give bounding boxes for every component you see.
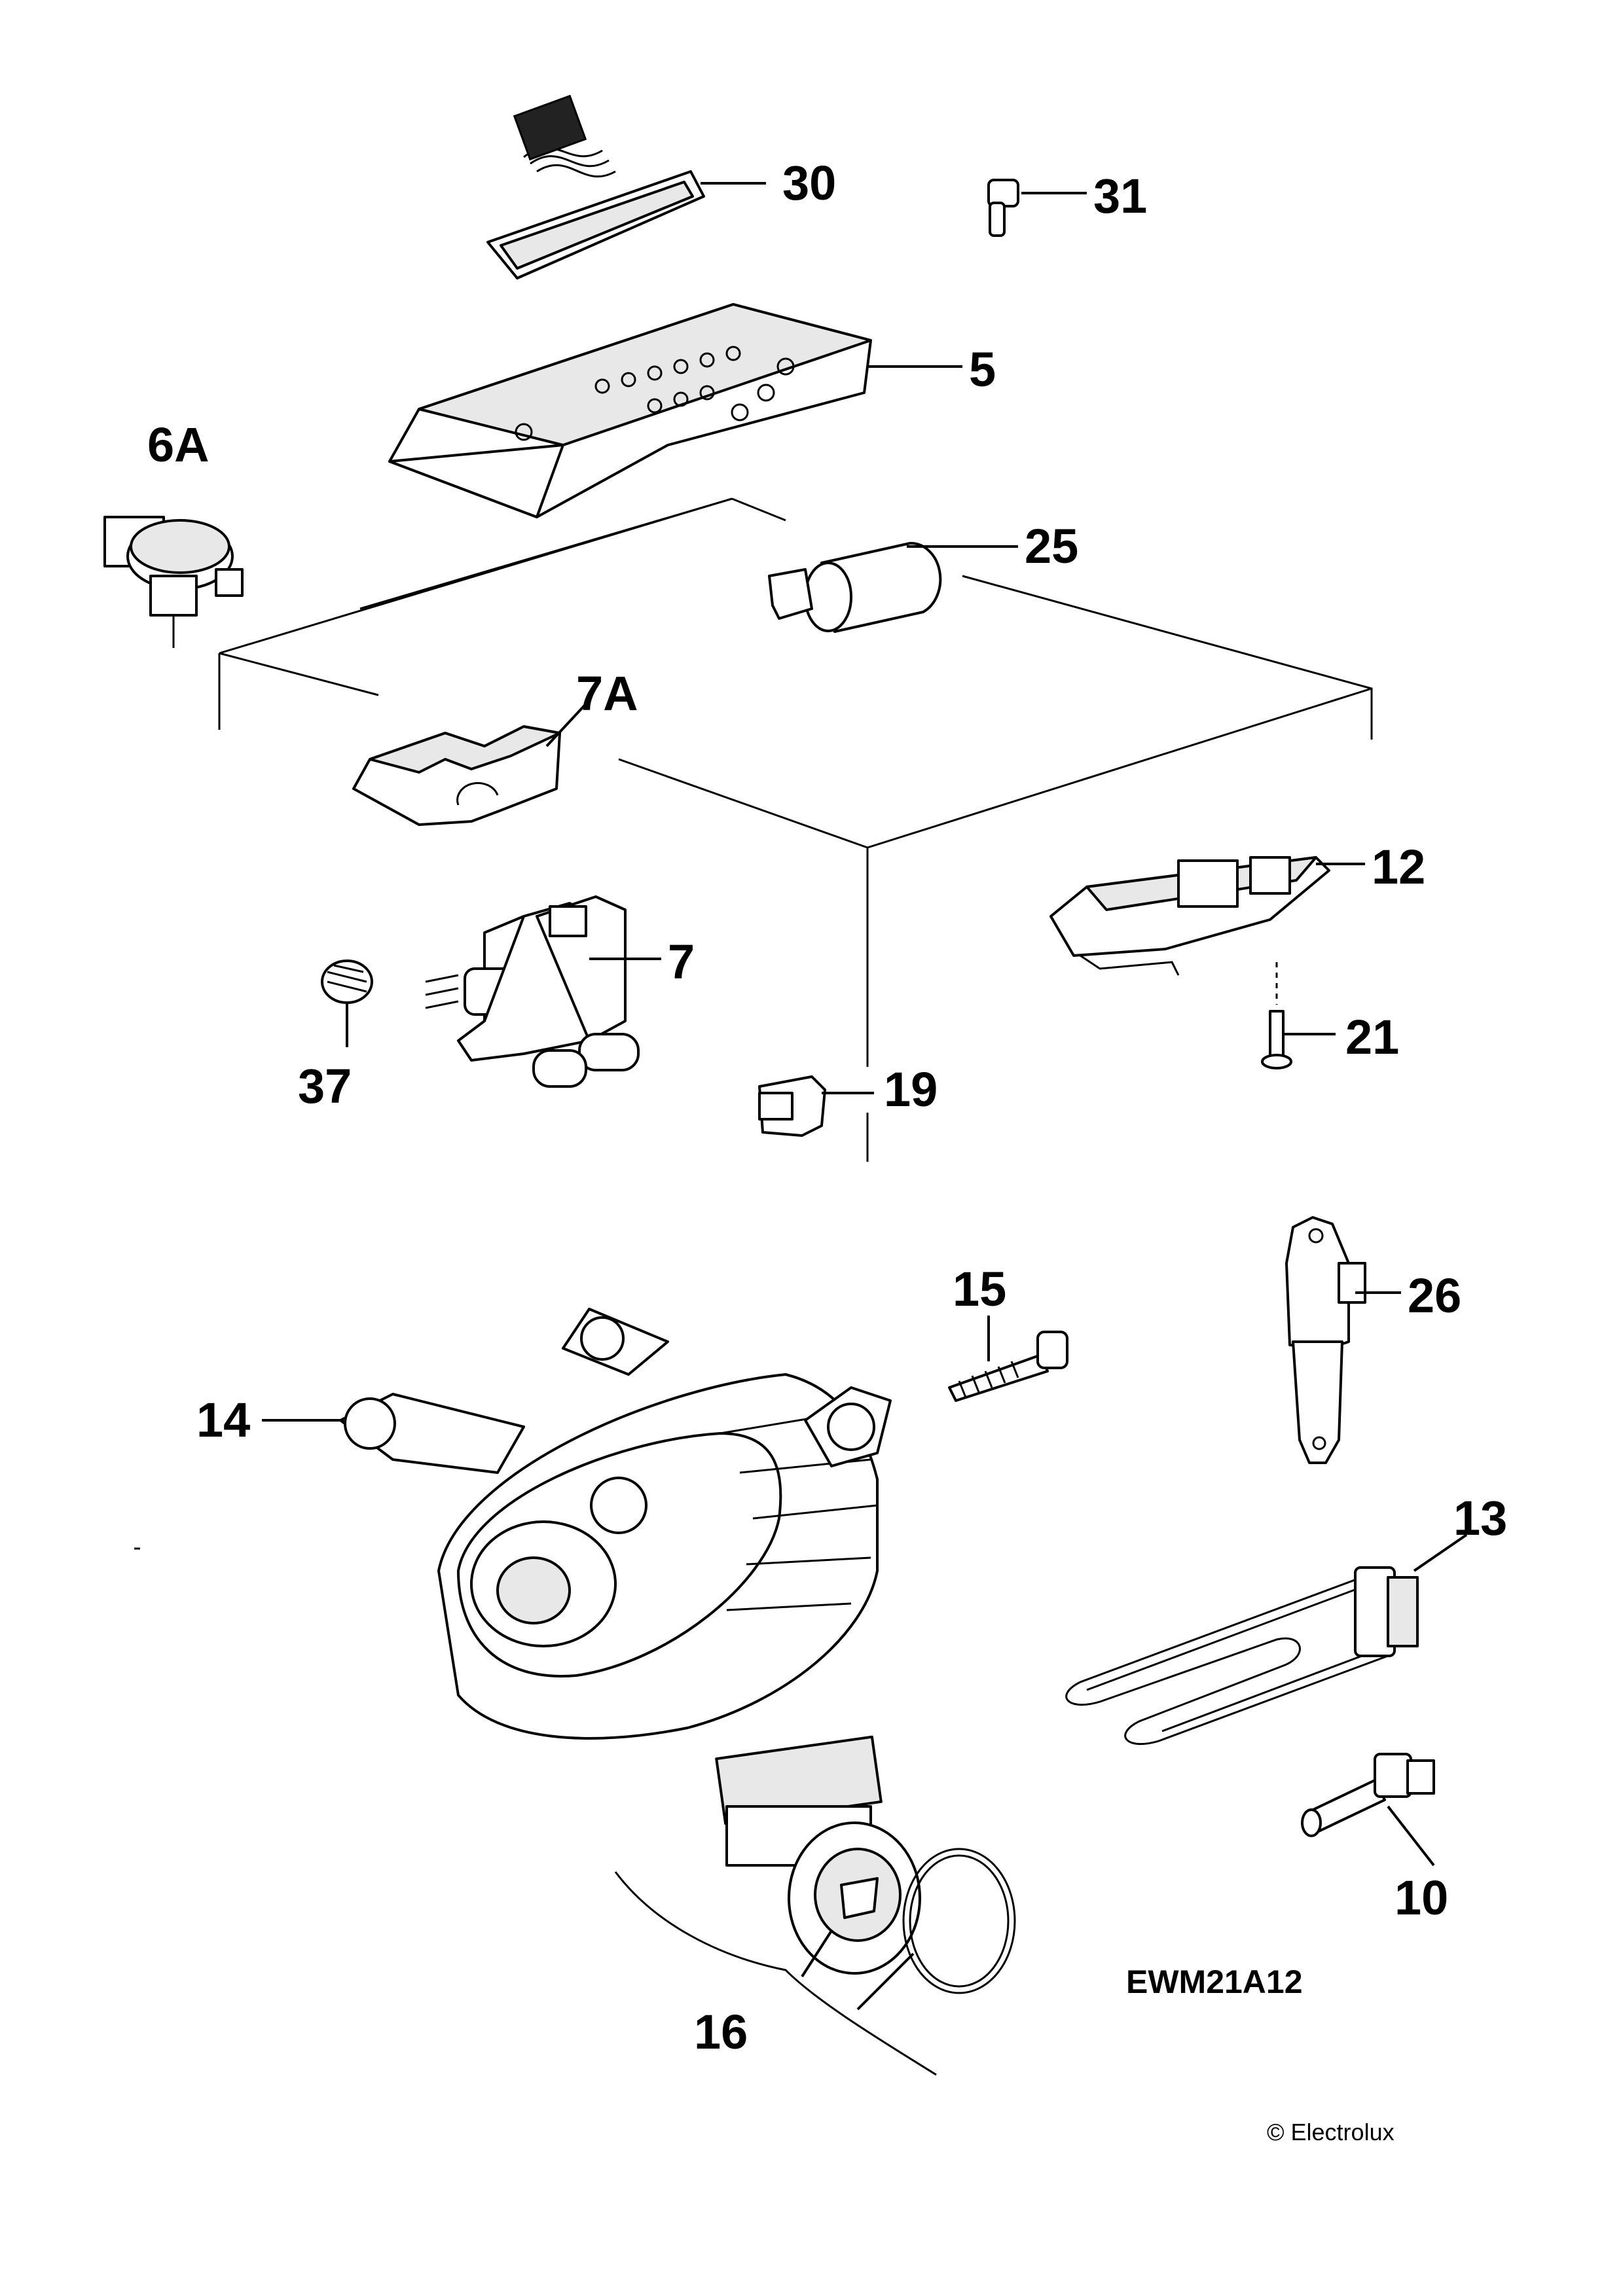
part-16-drain-pump [614, 1735, 1016, 2076]
part-30-display-board [486, 94, 766, 279]
part-7-inlet-valve [425, 895, 661, 1088]
part-15-screw [948, 1316, 1068, 1402]
callout-37: 37 [298, 1059, 352, 1113]
callout-7: 7 [668, 935, 695, 989]
model-code: EWM21A12 [1126, 1964, 1303, 2000]
callout-19: 19 [884, 1062, 938, 1117]
callout-7a: 7A [576, 666, 638, 721]
callout-30: 30 [782, 156, 836, 210]
callout-12: 12 [1372, 840, 1425, 894]
part-26-sensor-switch [1285, 1216, 1401, 1464]
callout-21: 21 [1345, 1010, 1399, 1064]
part-37-filter [321, 960, 373, 1047]
part-25-suppressor [768, 541, 1018, 633]
copyright-notice: © Electrolux [1267, 2119, 1395, 2145]
cabinet-outline [218, 497, 1373, 1162]
part-31-screw [987, 179, 1087, 237]
callout-10: 10 [1395, 1871, 1448, 1925]
callout-16: 16 [694, 2005, 748, 2059]
part-12-door-lock [1049, 856, 1365, 976]
callout-31: 31 [1093, 169, 1147, 223]
callout-25: 25 [1025, 519, 1078, 573]
callout-6a: 6A [147, 418, 210, 472]
part-6a-selector-switch [103, 516, 244, 648]
callout-labels: 30 31 5 6A 25 7A 7 12 21 37 19 15 26 14 … [147, 156, 1507, 2145]
callout-13: 13 [1453, 1491, 1507, 1545]
callout-26: 26 [1408, 1268, 1461, 1323]
callout-5: 5 [969, 342, 996, 397]
part-19-connector [758, 1075, 874, 1137]
part-5-electronic-module [388, 303, 962, 518]
part-7a-bracket [352, 699, 591, 826]
callout-15: 15 [953, 1262, 1006, 1316]
part-10-ntc-sensor [1301, 1753, 1435, 1867]
part-13-heating-element [1065, 1534, 1468, 1745]
callout-14: 14 [196, 1393, 250, 1447]
part-21-screw [1261, 962, 1336, 1069]
part-14-motor [262, 1308, 892, 1740]
